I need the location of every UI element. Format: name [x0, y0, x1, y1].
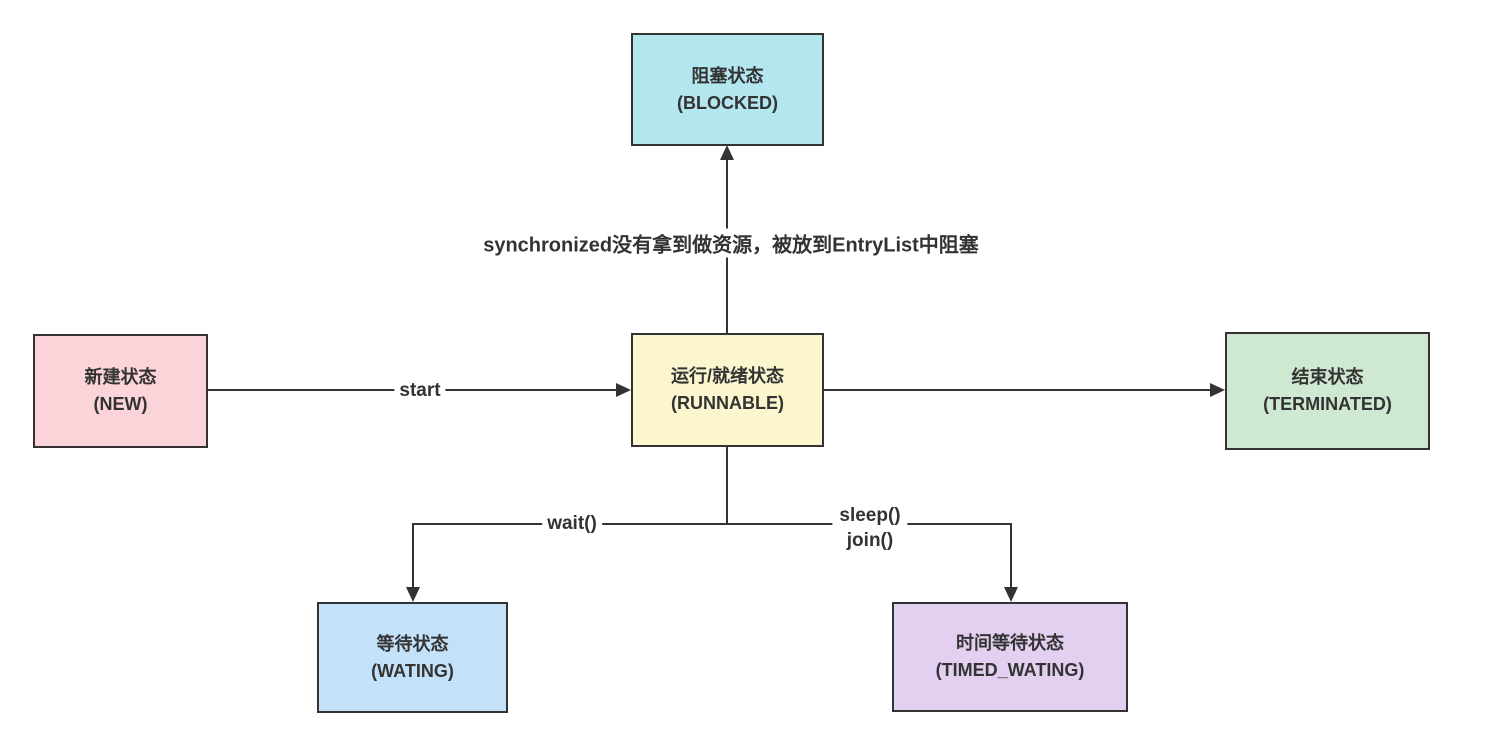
edge-to-timed-waiting — [1010, 523, 1012, 589]
edge-label-sleep: sleep() — [839, 505, 901, 526]
node-timed-waiting-state: 时间等待状态 (TIMED_WATING) — [892, 602, 1128, 712]
node-runnable-state: 运行/就绪状态 (RUNNABLE) — [631, 333, 824, 447]
node-timed-waiting-label-en: (TIMED_WATING) — [935, 660, 1085, 680]
node-timed-waiting-label-cn: 时间等待状态 — [956, 633, 1064, 653]
arrowhead-right-icon — [1210, 383, 1225, 397]
edge-label-start: start — [394, 380, 446, 402]
arrowhead-right-icon — [616, 383, 631, 397]
arrowhead-down-icon — [1004, 587, 1018, 602]
node-new-label-en: (NEW) — [93, 394, 148, 414]
node-waiting-state: 等待状态 (WATING) — [317, 602, 508, 713]
node-terminated-label-cn: 结束状态 — [1291, 367, 1364, 387]
node-runnable-label-en: (RUNNABLE) — [671, 393, 784, 413]
node-new-label-cn: 新建状态 — [84, 367, 157, 387]
node-waiting-label-en: (WATING) — [371, 660, 454, 681]
node-blocked-state: 阻塞状态 (BLOCKED) — [631, 33, 824, 146]
node-terminated-label-en: (TERMINATED) — [1263, 394, 1392, 414]
node-waiting-label-cn: 等待状态 — [376, 633, 449, 654]
edge-label-wait: wait() — [542, 513, 602, 535]
edge-branch-horizontal — [412, 523, 1012, 525]
node-blocked-label-cn: 阻塞状态 — [691, 65, 764, 86]
node-blocked-label-en: (BLOCKED) — [677, 92, 778, 113]
edge-label-sleep-join: sleep() join() — [832, 503, 908, 553]
arrowhead-down-icon — [406, 587, 420, 602]
arrowhead-up-icon — [720, 145, 734, 160]
node-terminated-state: 结束状态 (TERMINATED) — [1225, 332, 1430, 450]
edge-label-join: join() — [846, 530, 894, 551]
edge-runnable-to-terminated — [824, 389, 1212, 391]
edge-runnable-down-stem — [726, 447, 728, 525]
node-runnable-label-cn: 运行/就绪状态 — [670, 366, 784, 386]
edge-to-waiting — [412, 523, 414, 589]
edge-label-synchronized: synchronized没有拿到做资源，被放到EntryList中阻塞 — [478, 228, 984, 258]
node-new-state: 新建状态 (NEW) — [33, 334, 208, 448]
